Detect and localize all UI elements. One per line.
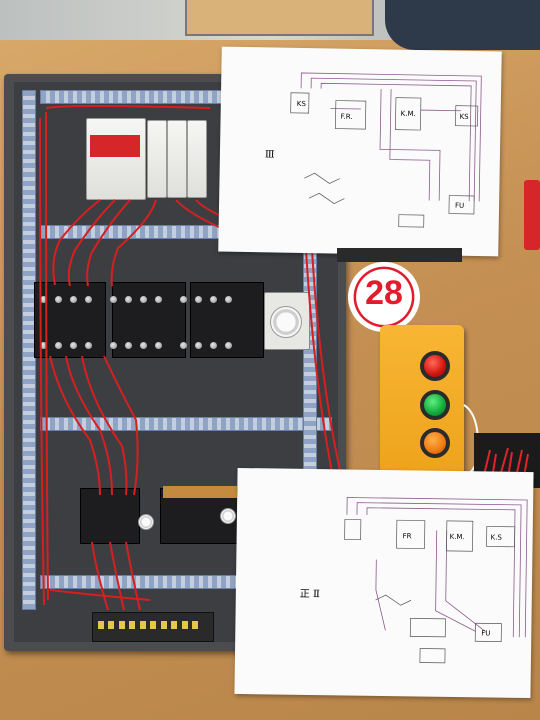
person-jacket (385, 0, 540, 50)
fuse-holder-2 (167, 120, 187, 198)
bottom-terminal-screws (98, 616, 208, 634)
orange-indicator-light (420, 428, 450, 458)
bottom-diagram-box-1: FR (403, 532, 412, 540)
bottom-wiring-diagram-paper: FR K.M. K.S FU 正 Ⅱ (234, 467, 534, 699)
bottom-diagram-box-4: FU (481, 629, 490, 637)
bottom-wiring-diagram: FR K.M. K.S FU 正 Ⅱ (300, 497, 528, 664)
lower-screw-row (40, 336, 260, 354)
contactor-ks (112, 282, 186, 358)
station-number: 28 (365, 274, 403, 312)
bottom-diagram-box-2: K.M. (450, 533, 465, 541)
bottom-diagram-box-3: K.S (491, 533, 503, 541)
top-diagram-box-4: KS (460, 113, 470, 121)
top-diagram-box-2: F.R. (341, 113, 353, 121)
top-diagram-box-1: KS (297, 100, 307, 108)
sign-mount-terminal (337, 248, 462, 262)
lower-contactor-top (163, 486, 237, 498)
fuse-holder-3 (187, 120, 207, 198)
top-diagram-box-3: K.M. (401, 110, 416, 118)
fuse-holder-1 (147, 120, 167, 198)
breaker-red-handle (90, 135, 140, 157)
red-object (524, 180, 540, 250)
top-wiring-diagram-paper: KS F.R. K.M. KS FU Ⅲ (218, 46, 502, 257)
station-number-sign (348, 262, 420, 332)
top-diagram-box-5: FU (455, 202, 464, 210)
top-diagram-handwritten-label: Ⅲ (265, 149, 275, 160)
lower-contactor-1 (80, 488, 140, 544)
top-wiring-diagram: KS F.R. K.M. KS FU Ⅲ (265, 72, 482, 228)
background-desk (185, 0, 374, 36)
thermal-relay-fr (190, 282, 264, 358)
green-start-button[interactable] (420, 390, 450, 420)
three-pole-circuit-breaker (86, 118, 146, 200)
red-stop-button[interactable] (420, 351, 450, 381)
time-relay-dial (270, 306, 302, 338)
lower-adjust-dial-2 (220, 508, 236, 524)
lower-adjust-dial-1 (138, 514, 154, 530)
bottom-diagram-handwritten-label: 正 Ⅱ (300, 589, 320, 600)
upper-screw-row (40, 290, 260, 308)
